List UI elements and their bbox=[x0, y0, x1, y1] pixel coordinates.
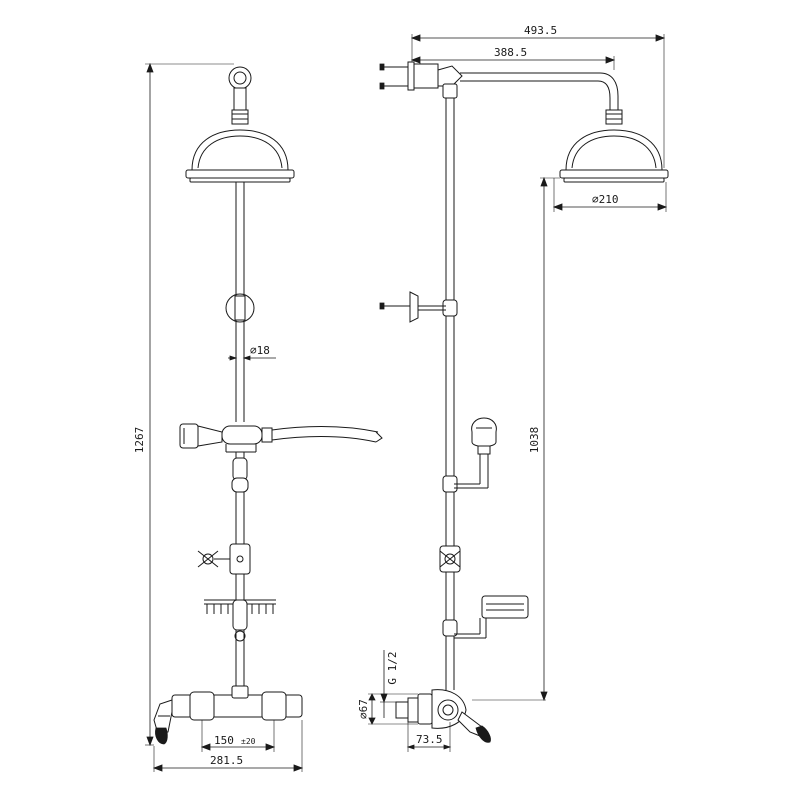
dim-rail-diameter: ⌀18 bbox=[250, 344, 270, 357]
side-wall-fixing-mid bbox=[379, 291, 446, 323]
dim-inlet-thread: G 1/2 bbox=[386, 651, 399, 684]
side-riser-rail bbox=[442, 83, 458, 690]
front-dimensions: 1267 ⌀18 150 ±20 281.5 bbox=[133, 62, 304, 772]
dim-overall-width: 281.5 bbox=[210, 754, 243, 767]
side-valve bbox=[395, 689, 491, 743]
side-soap-dish bbox=[454, 595, 529, 639]
side-diverter bbox=[439, 545, 461, 573]
dim-inlet-diameter: ⌀67 bbox=[357, 699, 370, 719]
front-soap-basket bbox=[204, 599, 276, 642]
dim-outreach-arm: 388.5 bbox=[494, 46, 527, 59]
side-hand-shower-holder bbox=[454, 417, 497, 489]
dim-rail-height: 1038 bbox=[528, 427, 541, 454]
side-shower-head bbox=[559, 129, 669, 183]
front-view bbox=[153, 66, 383, 745]
dim-valve-depth: 73.5 bbox=[416, 733, 443, 746]
dim-centres: 150 bbox=[214, 734, 234, 747]
front-shower-head bbox=[185, 129, 295, 183]
dim-centres-tolerance: ±20 bbox=[241, 737, 256, 746]
front-hand-shower bbox=[179, 423, 383, 453]
dim-total-height: 1267 bbox=[133, 427, 146, 454]
side-view bbox=[379, 61, 669, 743]
dim-outreach-total: 493.5 bbox=[524, 24, 557, 37]
side-shower-arm bbox=[437, 65, 623, 125]
front-wall-bracket-top bbox=[228, 66, 252, 125]
side-wall-fixing-top bbox=[379, 61, 439, 91]
front-riser-rail bbox=[225, 182, 255, 422]
dim-head-diameter: ⌀210 bbox=[592, 193, 619, 206]
front-lower-rail bbox=[197, 452, 251, 690]
side-dimensions: 493.5 388.5 ⌀210 1038 G 1/2 ⌀67 bbox=[357, 24, 668, 752]
